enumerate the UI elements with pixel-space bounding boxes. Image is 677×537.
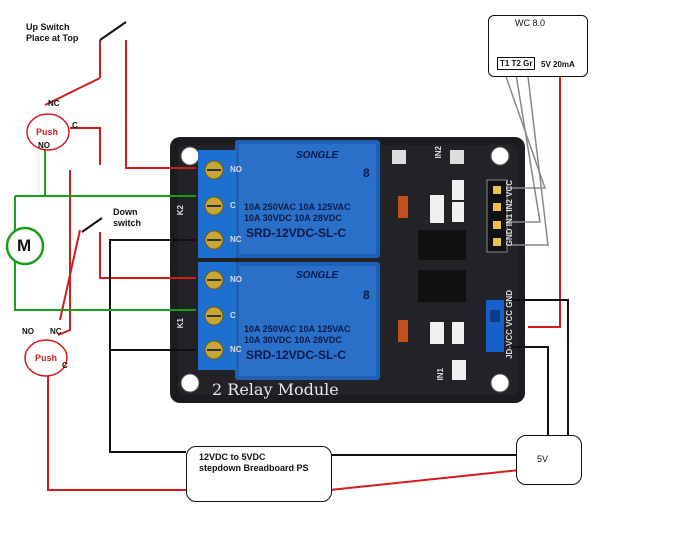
nc-label-bottom: NC bbox=[50, 327, 62, 336]
terminal-label-1: NO bbox=[230, 165, 242, 174]
output-5v-label: 5V bbox=[537, 454, 549, 464]
terminal-label-2: C bbox=[230, 201, 236, 210]
wire-red-3 bbox=[70, 127, 101, 165]
relay-bottom-model: SRD-12VDC-SL-C bbox=[246, 348, 347, 362]
push-switch-bottom bbox=[24, 339, 68, 377]
down-switch-lever bbox=[81, 217, 103, 233]
sensor-box: WC 8.0 T1 T2 Gr 5V 20mA bbox=[488, 15, 588, 77]
push-top-label: Push bbox=[36, 127, 59, 137]
board-title: 2 Relay Module bbox=[212, 380, 339, 399]
relay-top-brand: SONGLE bbox=[296, 150, 339, 161]
relay-bottom-rating-1: 10A 250VAC 10A 125VAC bbox=[244, 324, 351, 334]
wire-red-6 bbox=[47, 350, 190, 491]
psu-label: 12VDC to 5VDC stepdown Breadboard PS bbox=[199, 452, 309, 473]
wire-red-1 bbox=[44, 40, 101, 106]
relay-top-model: SRD-12VDC-SL-C bbox=[246, 226, 347, 240]
terminal-label-3: NC bbox=[230, 235, 242, 244]
k2-label: K2 bbox=[176, 205, 185, 216]
no-label-top: NO bbox=[38, 141, 50, 150]
header-top-label: GND IN1 IN2 VCC bbox=[505, 180, 514, 247]
wire-gray-2 bbox=[507, 67, 541, 223]
down-switch-label: Down switch bbox=[113, 207, 142, 228]
header-top bbox=[486, 179, 508, 253]
relay-top-rating-1: 10A 250VAC 10A 125VAC bbox=[244, 202, 351, 212]
in1-label: IN1 bbox=[436, 368, 445, 381]
wire-red-9 bbox=[528, 70, 561, 328]
push-switch-top bbox=[26, 113, 70, 151]
sensor-pins: T1 T2 Gr bbox=[497, 57, 536, 70]
wire-red-2 bbox=[125, 40, 196, 169]
header-bottom-label: JD-VCC VCC GND bbox=[505, 290, 514, 359]
nc-label-top: NC bbox=[48, 99, 60, 108]
wire-gray-3 bbox=[507, 67, 549, 246]
wire-red-5 bbox=[99, 232, 196, 279]
in2-label: IN2 bbox=[434, 146, 443, 159]
sensor-spec: 5V 20mA bbox=[541, 60, 575, 69]
wire-black-1 bbox=[109, 239, 196, 453]
relay-top-rating-2: 10A 30VDC 10A 28VDC bbox=[244, 213, 342, 223]
terminal-label-6: NC bbox=[230, 345, 242, 354]
wire-gray-1 bbox=[502, 67, 547, 189]
push-bottom-label: Push bbox=[35, 353, 58, 363]
relay-bottom-number: 8 bbox=[363, 288, 370, 302]
c-label-top: C bbox=[72, 121, 78, 130]
terminal-label-5: C bbox=[230, 311, 236, 320]
up-switch-lever bbox=[99, 21, 127, 41]
sensor-title: WC 8.0 bbox=[515, 18, 546, 28]
motor bbox=[5, 226, 45, 266]
no-label-bottom: NO bbox=[22, 327, 34, 336]
output-5v-box: 5V bbox=[516, 435, 582, 485]
relay-bottom-rating-2: 10A 30VDC 10A 28VDC bbox=[244, 335, 342, 345]
motor-label: M bbox=[17, 236, 32, 255]
relay-top-number: 8 bbox=[363, 166, 370, 180]
wire-red-4 bbox=[57, 170, 71, 336]
terminal-label-4: NO bbox=[230, 275, 242, 284]
jumper bbox=[486, 300, 504, 352]
psu-box: 12VDC to 5VDC stepdown Breadboard PS bbox=[186, 446, 332, 502]
relay-board bbox=[170, 137, 525, 403]
up-switch-label: Up Switch Place at Top bbox=[26, 22, 79, 43]
k1-label: K1 bbox=[176, 318, 185, 329]
relay-bottom-brand: SONGLE bbox=[296, 270, 339, 281]
c-label-bottom: C bbox=[62, 361, 68, 370]
wire-red-7 bbox=[59, 229, 81, 321]
wire-black-5 bbox=[510, 346, 549, 437]
